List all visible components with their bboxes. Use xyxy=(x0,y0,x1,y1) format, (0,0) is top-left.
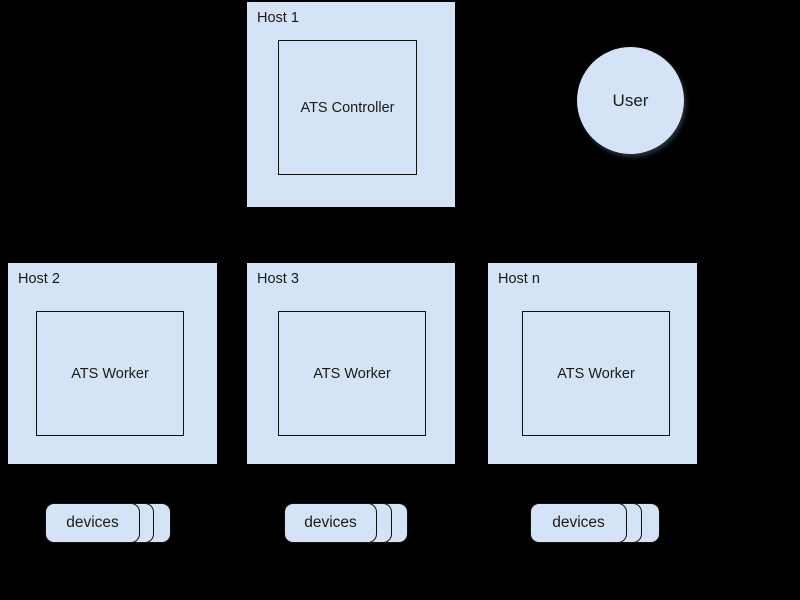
process-label-ats-worker-n: ATS Worker xyxy=(557,365,635,382)
process-box-ats-worker-n[interactable]: ATS Worker xyxy=(522,311,670,436)
host-box-worker-1[interactable]: Host 2 ATS Worker xyxy=(8,263,217,464)
devices-stack-1[interactable]: devices xyxy=(45,503,171,543)
process-label-ats-worker-1: ATS Worker xyxy=(71,365,149,382)
host-box-worker-n[interactable]: Host n ATS Worker xyxy=(488,263,697,464)
devices-stack-2[interactable]: devices xyxy=(284,503,408,543)
devices-stack-3[interactable]: devices xyxy=(530,503,660,543)
host-label-worker-2: Host 3 xyxy=(257,271,299,287)
devices-sheet-front-2[interactable]: devices xyxy=(284,503,377,543)
devices-label-3: devices xyxy=(552,514,605,531)
host-label-worker-1: Host 2 xyxy=(18,271,60,287)
host-label-worker-n: Host n xyxy=(498,271,540,287)
process-label-ats-controller: ATS Controller xyxy=(300,99,395,116)
process-box-ats-controller[interactable]: ATS Controller xyxy=(278,40,417,175)
actor-user[interactable]: User xyxy=(577,47,684,154)
process-box-ats-worker-1[interactable]: ATS Worker xyxy=(36,311,184,436)
devices-label-2: devices xyxy=(304,514,357,531)
devices-sheet-front-1[interactable]: devices xyxy=(45,503,140,543)
host-label-controller: Host 1 xyxy=(257,10,299,26)
process-label-ats-worker-2: ATS Worker xyxy=(313,365,391,382)
process-box-ats-worker-2[interactable]: ATS Worker xyxy=(278,311,426,436)
devices-sheet-front-3[interactable]: devices xyxy=(530,503,627,543)
devices-label-1: devices xyxy=(66,514,119,531)
host-box-controller[interactable]: Host 1 ATS Controller xyxy=(247,2,455,207)
host-box-worker-2[interactable]: Host 3 ATS Worker xyxy=(247,263,455,464)
actor-user-label: User xyxy=(612,90,649,110)
